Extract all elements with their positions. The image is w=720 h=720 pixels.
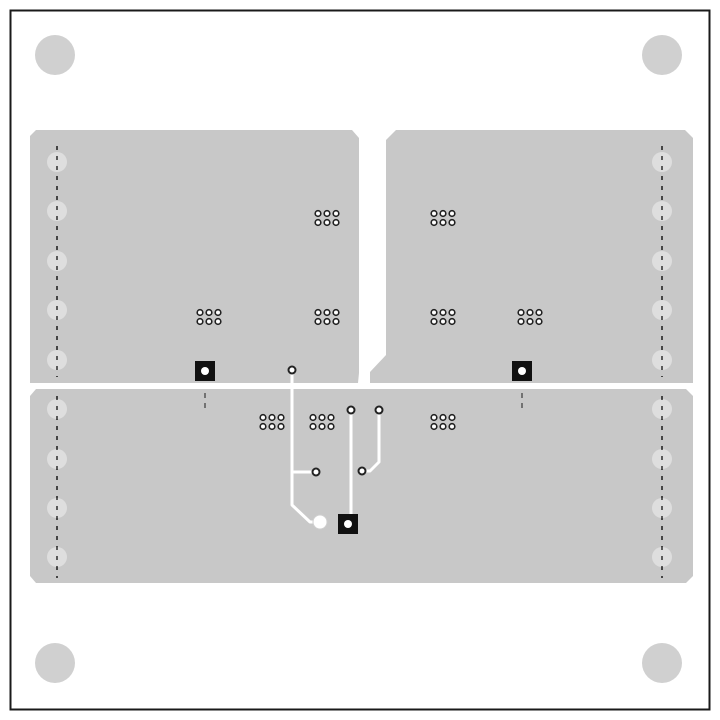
copper-region-top-left: [30, 130, 359, 383]
mounting-hole-top-right: [642, 35, 682, 75]
via: [318, 422, 326, 431]
via-cluster: [309, 413, 335, 431]
via: [259, 413, 267, 422]
via: [214, 317, 222, 326]
via: [323, 317, 331, 326]
stitch-pad: [47, 201, 67, 221]
via: [430, 209, 438, 218]
edge-stitch-right: [652, 146, 672, 578]
via-cluster: [314, 209, 340, 227]
via: [430, 317, 438, 326]
via: [448, 422, 456, 431]
via: [323, 209, 331, 218]
via: [205, 308, 213, 317]
via: [259, 422, 267, 431]
via: [526, 317, 534, 326]
via: [332, 209, 340, 218]
via: [439, 413, 447, 422]
via: [332, 317, 340, 326]
mounting-holes: [35, 35, 682, 683]
pad-markers: [204, 393, 523, 408]
via: [526, 308, 534, 317]
via: [439, 209, 447, 218]
copper-region-top-right: [370, 130, 693, 383]
via-cluster: [430, 413, 456, 431]
via-cluster: [517, 308, 543, 326]
square-pad-bottom: [338, 514, 358, 534]
via: [535, 308, 543, 317]
via: [196, 317, 204, 326]
via: [517, 308, 525, 317]
edge-stitch-left: [47, 146, 67, 578]
via: [309, 422, 317, 431]
via: [448, 413, 456, 422]
via: [332, 218, 340, 227]
via-center-b: [374, 405, 384, 415]
mounting-hole-top-left: [35, 35, 75, 75]
stitch-pad: [652, 251, 672, 271]
via: [327, 413, 335, 422]
via: [448, 209, 456, 218]
via: [314, 209, 322, 218]
via: [439, 308, 447, 317]
via-stub-right: [357, 466, 367, 476]
via-cluster: [314, 308, 340, 326]
via: [277, 422, 285, 431]
via: [196, 308, 204, 317]
via: [309, 413, 317, 422]
via: [332, 308, 340, 317]
via: [314, 218, 322, 227]
stitch-pad: [652, 152, 672, 172]
via: [430, 308, 438, 317]
via: [439, 218, 447, 227]
via: [323, 308, 331, 317]
via: [314, 317, 322, 326]
via: [214, 308, 222, 317]
stitch-pad: [652, 201, 672, 221]
via: [448, 308, 456, 317]
via: [268, 422, 276, 431]
via: [430, 218, 438, 227]
via: [448, 317, 456, 326]
via-center-a: [346, 405, 356, 415]
via-cluster: [259, 413, 285, 431]
single-vias: [287, 365, 384, 477]
via-cluster: [430, 308, 456, 326]
via-stub-left: [311, 467, 321, 477]
via: [439, 422, 447, 431]
mounting-hole-bottom-right: [642, 643, 682, 683]
via-clusters: [196, 209, 543, 431]
via: [314, 308, 322, 317]
round-pad: [312, 514, 328, 530]
via: [430, 422, 438, 431]
mounting-hole-bottom-left: [35, 643, 75, 683]
via-cluster: [430, 209, 456, 227]
via: [448, 218, 456, 227]
via: [517, 317, 525, 326]
via-cluster: [196, 308, 222, 326]
via: [323, 218, 331, 227]
via: [268, 413, 276, 422]
stitch-pad: [47, 152, 67, 172]
via: [535, 317, 543, 326]
stitch-pad: [47, 251, 67, 271]
square-pad-left: [195, 361, 215, 381]
via: [318, 413, 326, 422]
copper-region-bottom: [30, 389, 693, 583]
via: [277, 413, 285, 422]
via: [439, 317, 447, 326]
square-pads: [195, 361, 532, 534]
via: [430, 413, 438, 422]
square-pad-right: [512, 361, 532, 381]
via: [327, 422, 335, 431]
via-top-center: [287, 365, 297, 375]
via: [205, 317, 213, 326]
